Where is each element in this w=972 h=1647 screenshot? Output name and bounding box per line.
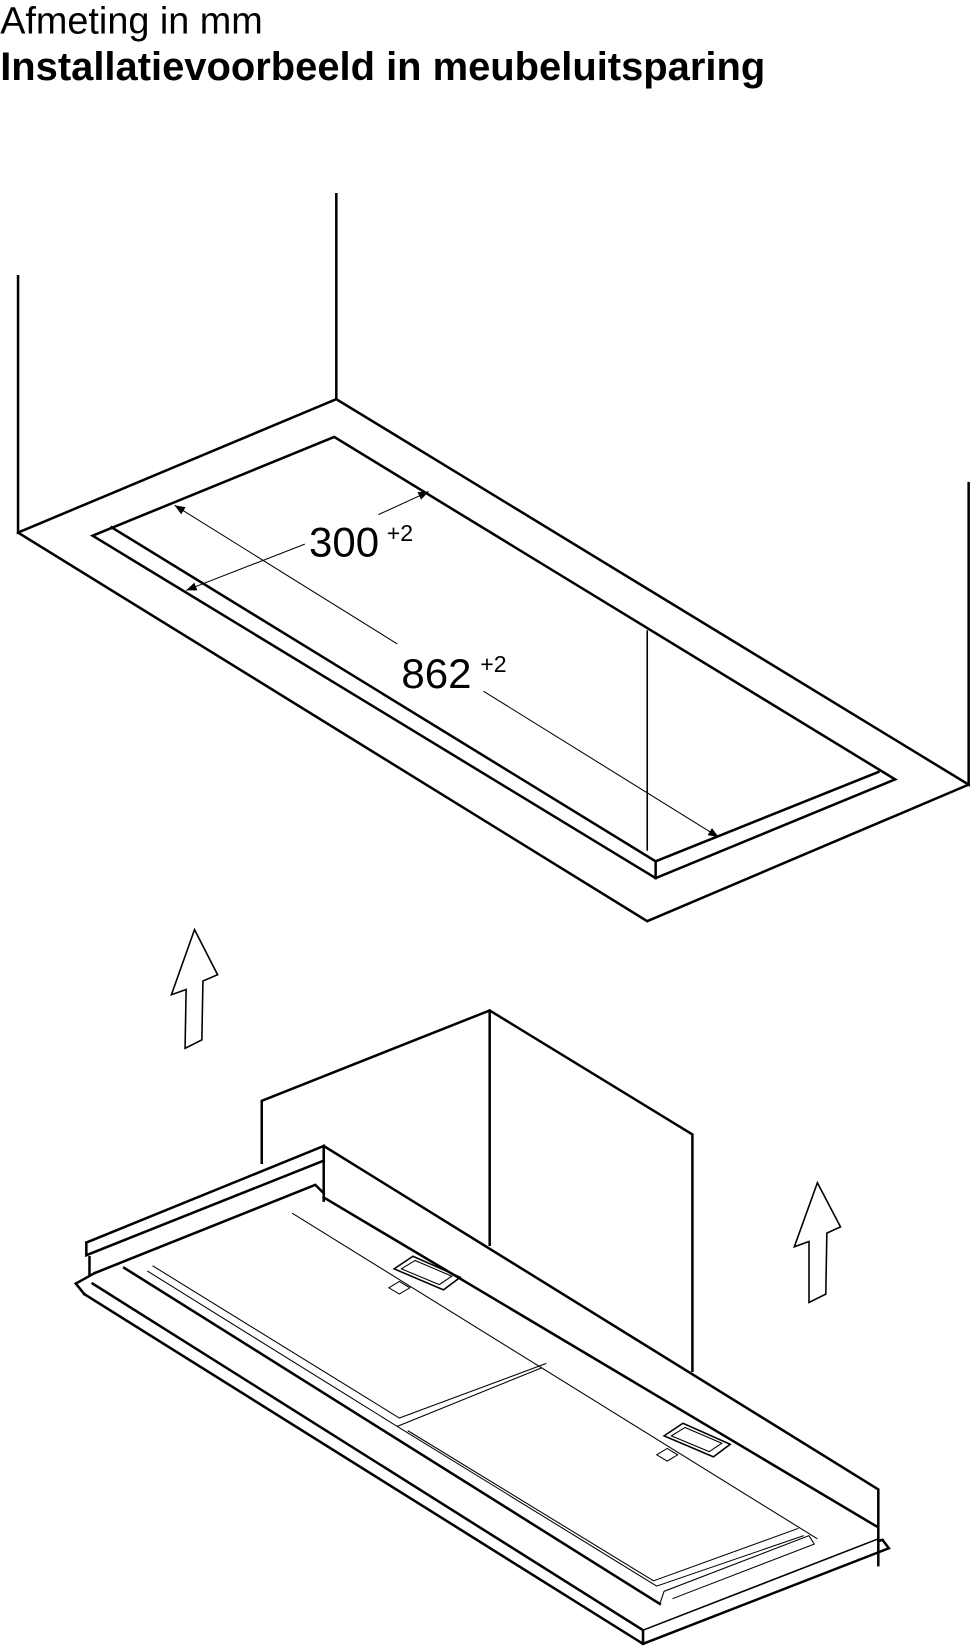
cabinet-cutout (16, 193, 971, 923)
dimension-862: 862 +2 (174, 504, 719, 838)
dimension-862-value: 862 (401, 650, 471, 697)
handle-icon (655, 1422, 732, 1462)
arrow-up-icon (792, 1180, 842, 1304)
arrow-up-icon (170, 927, 219, 1050)
handle-icon (387, 1255, 462, 1295)
dimension-862-tolerance: +2 (480, 651, 506, 677)
dimension-300-value: 300 (309, 519, 379, 566)
title: Installatievoorbeeld in meubeluitsparing (0, 45, 765, 89)
dimension-300: 300 +2 (185, 491, 429, 591)
range-hood (74, 1009, 891, 1646)
subtitle: Afmeting in mm (0, 1, 263, 43)
dimension-300-tolerance: +2 (387, 520, 413, 546)
